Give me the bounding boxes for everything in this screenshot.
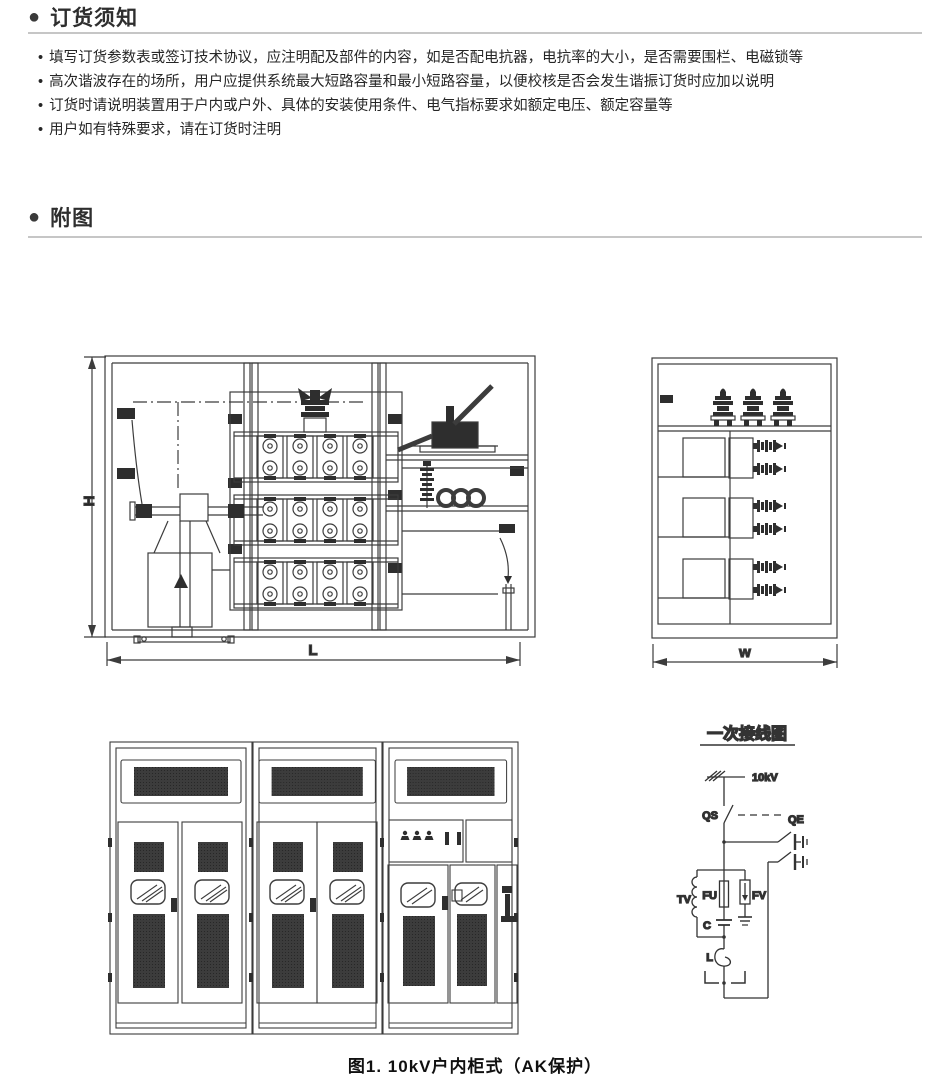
source-voltage-label: 10kV [752,772,778,784]
cabinet-section-3 [382,741,519,1035]
terminal-bracket-left [704,971,719,984]
header-rule [28,32,922,34]
discharge-transformer [129,419,263,644]
section3-doors [387,864,496,1004]
header-rule [28,236,922,238]
wiring-diagram: 一次接线图 10kV QS QE [676,723,808,999]
fu-label: FU [702,890,717,902]
figures-section-title: 附图 [50,207,95,230]
dimension-height: H [80,356,106,638]
qs-label: QS [702,810,718,822]
side-view-drawing: w [651,357,838,668]
bullet-dot-icon: • [38,50,44,66]
l-label: L [706,952,713,964]
cabinet-exterior-drawing [108,741,519,1035]
width-dim-label: w [738,644,751,661]
dimension-length: L [106,641,521,666]
ordering-note: • 高次谐波存在的场所，用户应提供系统最大短路容量和最小短路容量，以便校核是否会发… [38,70,928,94]
ordering-note-text: 高次谐波存在的场所，用户应提供系统最大短路容量和最小短路容量，以便校核是否会发生… [49,74,775,90]
fv-label: FV [752,890,767,902]
disconnect-switch [397,384,496,453]
disconnector-qs: QS QE [701,777,805,870]
cabinet-frame [104,355,536,638]
wiring-diagram-title: 一次接线图 [707,724,787,743]
roof-insulators [710,387,796,427]
earthing-switch-2 [724,851,808,999]
instrument-panel [388,819,464,863]
bullet-dot-icon: • [38,122,44,138]
tv-coil [691,876,698,918]
bullet-circle-icon: ● [28,6,41,28]
door-latch [451,889,463,902]
tier-3 [658,558,787,600]
qe-label: QE [788,814,804,826]
figures-section-header: ● 附图 [28,202,94,232]
capacitor-bank [229,391,403,611]
post-insulator [298,388,332,433]
shelves [386,454,528,512]
ordering-note: • 填写订货参数表或签订技术协议，应注明配及部件的内容，如是否配电抗器，电抗率的大… [38,46,928,70]
terminal-bracket-right [731,971,746,984]
side-frame [651,357,838,639]
ordering-note-text: 填写订货参数表或签订技术协议，应注明配及部件的内容，如是否配电抗器，电抗率的大小… [49,50,804,66]
operating-mechanism-strip [496,864,518,1004]
height-dim-label: H [81,496,98,507]
ordering-note-text: 用户如有特殊要求，请在订货时注明 [49,122,282,138]
reactor-symbol [714,948,732,967]
earthing-switch-1 [722,831,808,850]
ordering-section-header: ● 订货须知 [28,2,138,32]
door-handle [171,898,177,912]
tier-2 [658,497,787,539]
front-internal-view-drawing: H [80,355,536,666]
figure-caption: 图1. 10kV户内柜式（AK保护） [347,1057,603,1076]
busbar-links [212,445,528,595]
c-label: C [703,920,711,932]
ordering-notes-list: • 填写订货参数表或签订技术协议，应注明配及部件的内容，如是否配电抗器，电抗率的大… [38,46,928,142]
cabinet-hinges [108,838,518,982]
door-handle [442,896,448,910]
tv-label: TV [677,894,692,906]
ordering-note: • 用户如有特殊要求，请在订货时注明 [38,118,928,142]
conduit-wire [499,524,515,630]
incoming-bus: 10kV [704,770,779,785]
door-handle [310,898,316,912]
reactor-branch: L [704,937,746,998]
cabinet-section-1 [109,741,253,1035]
bullet-dot-icon: • [38,74,44,90]
bullet-dot-icon: • [38,98,44,114]
bullet-circle-icon: ● [28,206,41,228]
tv-fu-c-fv-branch: TV FU C FV [676,869,767,939]
dimension-width: w [652,643,838,668]
cabinet-section-2 [252,741,383,1035]
length-dim-label: L [308,642,317,659]
tier-1 [658,437,787,479]
ordering-note: • 订货时请说明装置用于户内或户外、具体的安装使用条件、电气指标要求如额定电压、额… [38,94,928,118]
ordering-note-text: 订货时请说明装置用于户内或户外、具体的安装使用条件、电气指标要求如额定电压、额定… [49,98,673,114]
ordering-section-title: 订货须知 [50,7,139,30]
